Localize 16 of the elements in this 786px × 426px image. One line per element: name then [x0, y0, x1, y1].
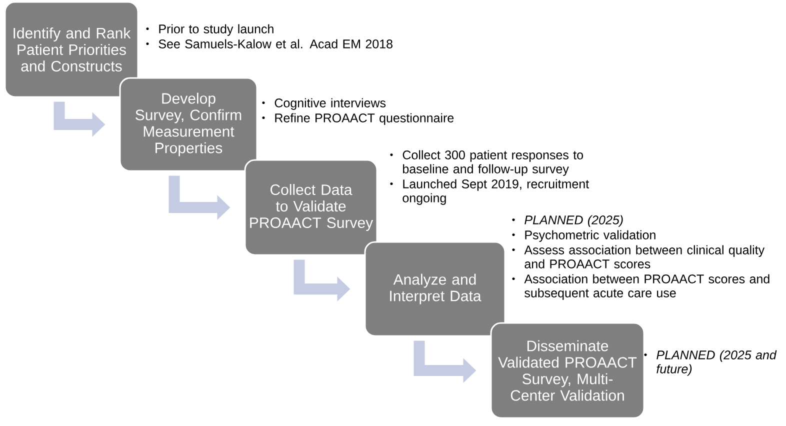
bullet-item: Association between PROAACT scores and subsequent acute care use: [512, 274, 770, 300]
bullet-item: Psychometric validation: [512, 230, 656, 242]
process-box: Develop Survey, Confirm Measurement Properties: [119, 77, 258, 172]
process-box: Collect Data to Validate PROAACT Survey: [244, 159, 378, 256]
bullet-item: Prior to study launch: [146, 24, 274, 36]
bullet-item: Collect 300 patient responses to baseline and follow-up survey: [390, 150, 583, 176]
process-box: Disseminate Validated PROAACT Survey, Multi-Center Validation: [490, 322, 645, 419]
bullet-item: PLANNED (2025 and future): [644, 350, 777, 376]
bullet-item: PLANNED (2025): [512, 215, 623, 227]
bullet-item: See Samuels-Kalow et al. Acad EM 2018: [146, 39, 392, 48]
bullet-item: Launched Sept 2019, recruitment ongoing: [390, 179, 589, 205]
bullet-item: Cognitive interviews: [262, 98, 386, 110]
bullet-item: Refine PROAACT questionnaire: [262, 113, 454, 125]
process-box: Identify and Rank Patient Priorities and Constructs: [4, 1, 139, 98]
process-box: Analyze and Interpret Data: [364, 241, 506, 337]
bullet-item: Assess association between clinical quality and PROAACT scores: [512, 245, 765, 268]
